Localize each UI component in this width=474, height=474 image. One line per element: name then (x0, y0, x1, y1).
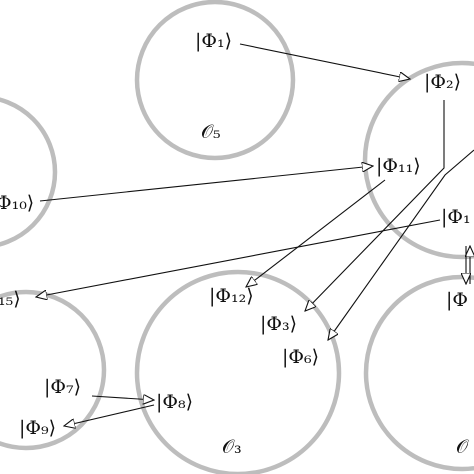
state-phi3-label: |Φ₃⟩ (260, 313, 297, 335)
orbit-circle-top-right (362, 60, 474, 260)
state-phi1-label: |Φ₁⟩ (195, 30, 232, 52)
orbit-label-bottom-right: 𝒪 (456, 436, 470, 458)
state-phi15-label: ₁₅⟩ (0, 288, 21, 310)
arrow-phi11-to-phi12 (246, 179, 386, 287)
orbit-label-o5: 𝒪₅ (201, 121, 221, 143)
state-phi12-label: |Φ₁₂⟩ (209, 285, 254, 307)
orbit-circle-o5 (134, 0, 296, 161)
state-phi8-label: |Φ₈⟩ (156, 391, 193, 413)
arrow-phi7-to-phi8 (91, 396, 154, 400)
state-phi10-label: Φ₁₀⟩ (0, 192, 34, 214)
arrow-offscreen-to-phi6 (328, 149, 474, 340)
arrow-phi1-to-phi2 (239, 43, 410, 79)
state-phi1y-label: |Φ (446, 289, 468, 311)
state-phi1x-label: |Φ₁ (441, 206, 471, 228)
arrow-phi10-to-phi11 (39, 166, 373, 202)
state-phi11-label: |Φ₁₁⟩ (376, 155, 421, 177)
state-phi9-label: |Φ₉⟩ (19, 417, 56, 439)
arrow-phi2-to-phi3 (305, 100, 445, 311)
orbit-circle-bottom-left (0, 289, 107, 451)
state-phi7-label: |Φ₇⟩ (44, 376, 81, 398)
orbit-circle-left (0, 97, 58, 247)
orbit-circle-o3 (134, 269, 342, 474)
orbit-label-o3: 𝒪₃ (222, 436, 242, 458)
arrow-phi1x-to-phi15 (36, 219, 441, 297)
state-phi2-label: |Φ₂⟩ (424, 71, 461, 93)
arrow-phi8-to-phi9 (64, 404, 155, 426)
state-phi6-label: |Φ₆⟩ (282, 346, 319, 368)
